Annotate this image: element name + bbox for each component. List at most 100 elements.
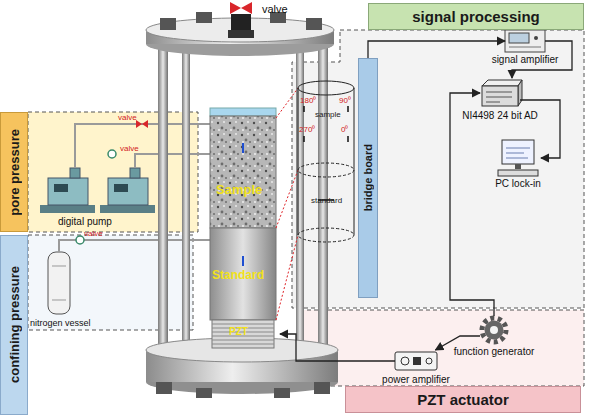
signal-arrow	[520, 100, 560, 158]
node-label: signal processing	[412, 8, 540, 25]
signal-processing-region	[292, 30, 584, 308]
valve-label: valve	[84, 229, 103, 239]
power-amplifier-knob	[401, 357, 409, 365]
valve-symbol	[136, 120, 142, 128]
nut	[156, 382, 172, 394]
amplifier-screen	[509, 33, 529, 43]
sketch-label: sample	[315, 110, 341, 120]
nut	[306, 18, 322, 30]
tie-rod	[158, 44, 168, 354]
node-label: confining pressure	[7, 266, 22, 383]
valve-symbol	[142, 120, 148, 128]
sketch-cylinder	[298, 228, 354, 242]
angle-label: 0⁰	[341, 125, 348, 135]
pump-base	[100, 205, 155, 213]
rock-sample	[210, 116, 276, 228]
gear-icon	[490, 326, 498, 334]
confining-pressure-region	[28, 235, 193, 330]
tie-rod	[296, 40, 304, 350]
nut	[160, 18, 176, 30]
instrument-icon: PC lock-in	[495, 140, 541, 176]
valve-block	[228, 30, 254, 38]
amplifier-keys	[509, 47, 541, 48]
device-label: nitrogen vessel	[30, 318, 91, 329]
daq-slots	[486, 92, 512, 102]
node-label: PC lock-in	[458, 178, 578, 190]
instrument-icon: function generator	[480, 316, 508, 344]
pore-pressure-pipe	[135, 154, 210, 168]
sketch-cylinder	[298, 88, 354, 235]
daq-icon	[482, 86, 518, 106]
valve-symbol	[230, 2, 241, 14]
pc-monitor	[502, 140, 534, 164]
nut	[196, 388, 212, 398]
pzt-stack	[212, 320, 274, 348]
standard-bar	[210, 228, 276, 320]
sketch-cylinder	[298, 163, 354, 177]
pressure-gauge	[76, 236, 84, 244]
amplifier-knob	[534, 36, 538, 40]
pzt-actuator-region	[300, 310, 584, 386]
valve-symbol	[241, 2, 252, 14]
pump-base	[40, 205, 95, 213]
top-cap	[210, 108, 276, 116]
drive-wire	[280, 334, 395, 361]
signal-arrow	[450, 93, 494, 316]
power-amplifier-knob	[426, 358, 432, 364]
bridge-board-band: bridge board	[358, 58, 378, 298]
part-label: Standard	[212, 268, 264, 282]
pc-stand	[515, 164, 521, 169]
pc-screen	[506, 148, 530, 158]
pump-body	[48, 178, 88, 205]
nut	[274, 388, 290, 398]
tie-rod	[182, 40, 190, 350]
section-header: signal processing	[368, 3, 584, 30]
pc-keyboard	[498, 170, 538, 176]
node-label: function generator	[434, 346, 554, 358]
pzt-stripes	[212, 324, 274, 344]
daq-icon	[482, 80, 522, 86]
instrument-icon: NI4498 24 bit AD	[480, 78, 520, 108]
sketch-cylinder	[298, 81, 354, 95]
part-label: PZT	[229, 326, 248, 338]
angle-label: 270⁰	[299, 125, 315, 135]
device-label: digital pump	[58, 216, 112, 228]
nut	[196, 12, 212, 23]
node-label: pore pressure	[7, 129, 22, 216]
daq-icon	[518, 80, 522, 106]
node-label: bridge board	[362, 144, 374, 211]
pump-screen	[114, 184, 128, 192]
pressure-band: pore pressure	[0, 112, 28, 232]
power-amplifier-button	[413, 357, 421, 365]
pressure-band: confining pressure	[0, 235, 28, 415]
node-label: power amplifier	[356, 374, 476, 386]
part-label: Sample	[216, 182, 262, 197]
node-label: PZT actuator	[417, 391, 509, 408]
pump-motor	[70, 168, 80, 178]
leader-line	[276, 88, 298, 320]
signal-arrow	[368, 41, 505, 58]
gear-icon	[485, 321, 504, 340]
strain-gauge	[242, 143, 244, 153]
nitrogen-vessel	[48, 252, 70, 314]
node-label: signal amplifier	[465, 54, 585, 66]
gauge-mark	[304, 106, 348, 200]
amplifier-icon	[505, 30, 545, 52]
vessel-band	[52, 266, 66, 267]
sketch-label: standard	[311, 196, 342, 206]
pump-screen	[54, 184, 68, 192]
pressure-gauge	[108, 150, 116, 158]
valve-label: valve	[118, 113, 137, 123]
angle-label: 180⁰	[300, 96, 316, 106]
power-amplifier-icon	[395, 352, 437, 370]
pump-motor	[130, 168, 140, 178]
pump-body	[108, 178, 148, 205]
instrument-icon: signal amplifier	[505, 30, 545, 52]
instrument-icon: power amplifier	[395, 350, 437, 372]
actuator-band: PZT actuator	[345, 386, 581, 413]
angle-label: 90⁰	[339, 96, 351, 106]
pore-pressure-region	[28, 112, 198, 232]
gear-icon	[482, 318, 506, 342]
nut	[314, 382, 330, 394]
